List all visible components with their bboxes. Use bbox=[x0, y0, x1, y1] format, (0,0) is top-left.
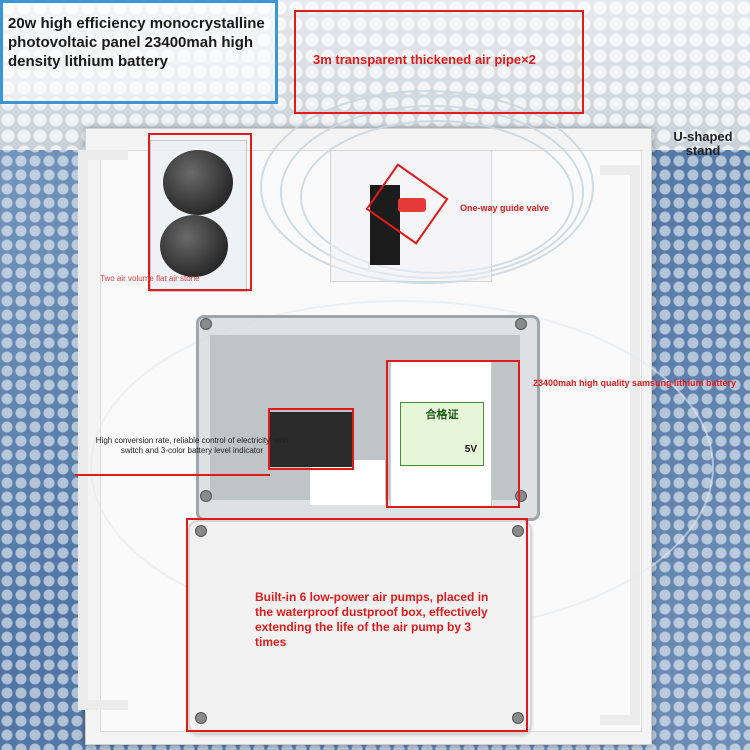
control-board bbox=[270, 412, 352, 467]
screw bbox=[515, 318, 527, 330]
stone-annotation-box bbox=[148, 133, 252, 291]
screw bbox=[512, 712, 524, 724]
connector-block bbox=[370, 185, 400, 265]
air-pipe-coil bbox=[260, 90, 594, 284]
air-stone bbox=[160, 215, 228, 277]
battery-certificate-label: 合格证 5V bbox=[400, 402, 484, 466]
battery-label: 23400mah high quality samsung lithium ba… bbox=[532, 378, 736, 388]
u-stand-left bbox=[78, 150, 128, 710]
pipe-annotation-box bbox=[294, 10, 584, 114]
screw bbox=[195, 525, 207, 537]
title-box bbox=[0, 0, 278, 104]
stone-label: Two air volume flat air stone bbox=[100, 274, 200, 283]
pump-label: Built-in 6 low-power air pumps, placed i… bbox=[255, 590, 489, 649]
board-annotation-box bbox=[268, 408, 354, 470]
box-lid bbox=[188, 520, 532, 734]
air-stone bbox=[163, 150, 233, 215]
battery-label-title: 合格证 bbox=[425, 409, 459, 421]
foam-padding bbox=[310, 460, 385, 505]
title-text: 20w high efficiency monocrystalline phot… bbox=[8, 15, 265, 70]
board-pointer-line bbox=[75, 474, 270, 476]
battery-annotation-box bbox=[386, 360, 520, 508]
battery-label-voltage: 5V bbox=[464, 444, 477, 455]
valve-bag bbox=[330, 150, 492, 282]
screw bbox=[200, 490, 212, 502]
screw bbox=[200, 318, 212, 330]
screw bbox=[512, 525, 524, 537]
one-way-valve bbox=[398, 198, 426, 212]
stand-label: U-shaped stand bbox=[673, 129, 733, 158]
pipe-label: 3m transparent thickened air pipe×2 bbox=[313, 52, 536, 67]
screw bbox=[195, 712, 207, 724]
board-label: High conversion rate, reliable control o… bbox=[95, 436, 289, 455]
pump-annotation-box bbox=[186, 518, 528, 732]
valve-label: One-way guide valve bbox=[460, 203, 550, 213]
